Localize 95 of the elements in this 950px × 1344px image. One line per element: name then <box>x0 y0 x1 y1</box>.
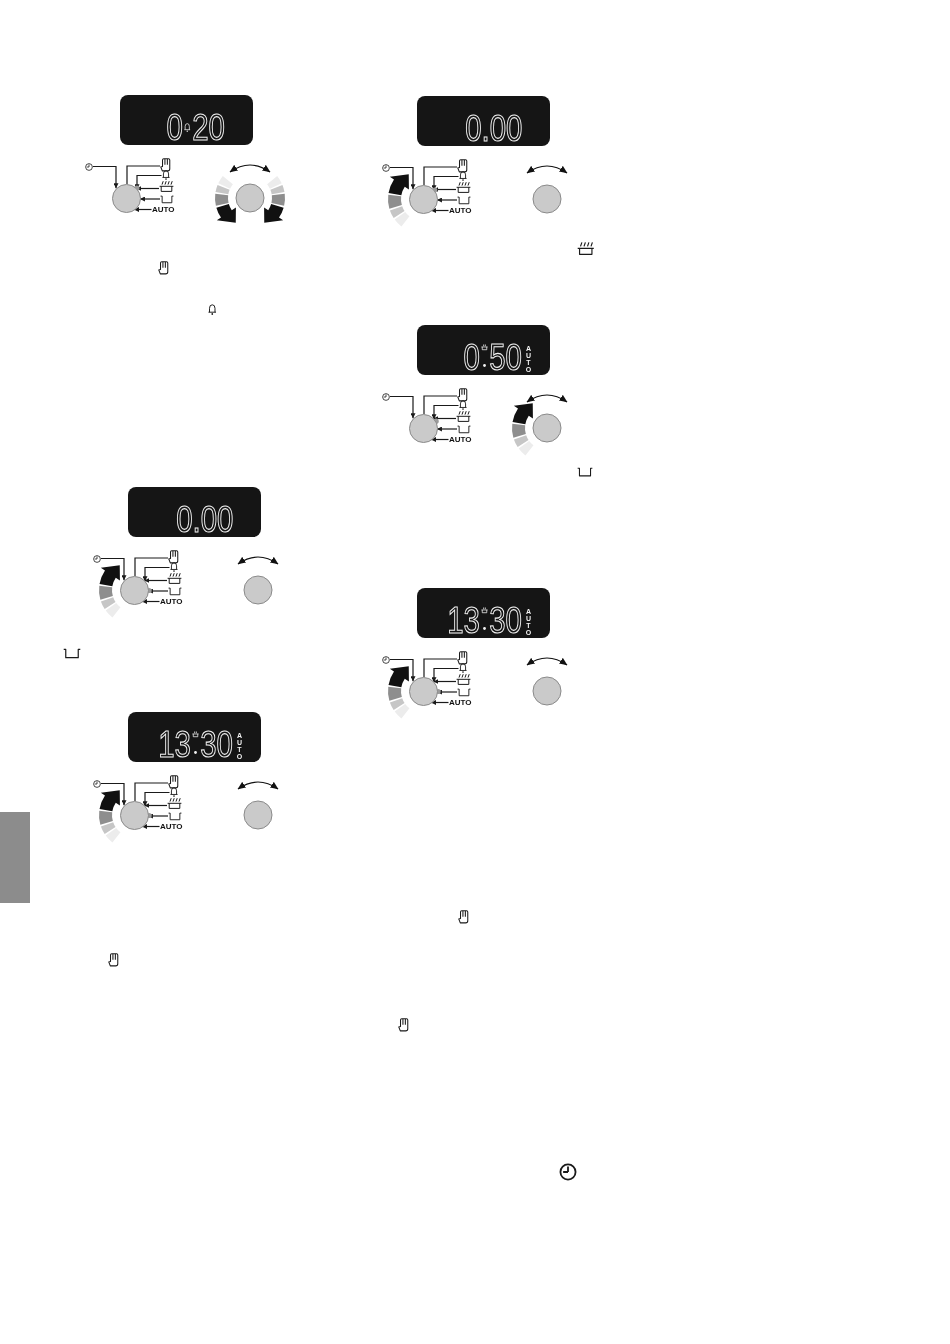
mode-label: AUTO <box>449 435 472 444</box>
leader-line <box>423 166 458 186</box>
turn-indicator <box>99 790 121 843</box>
hand-icon <box>168 550 179 564</box>
hand-icon <box>457 159 468 173</box>
steaming-pot-icon <box>456 410 471 422</box>
bell-icon <box>458 170 467 181</box>
mode-label: AUTO <box>152 205 175 214</box>
hand-icon <box>457 388 468 402</box>
display-digits: 30 <box>489 604 522 636</box>
display-panel <box>417 96 550 146</box>
clock-icon <box>93 554 101 563</box>
steaming-pot-icon <box>159 180 174 192</box>
display-panel <box>120 95 253 145</box>
display-panel <box>128 712 261 762</box>
leader-arrow <box>100 782 127 806</box>
leader-arrow <box>430 437 450 442</box>
rotary-knob <box>243 800 273 830</box>
display-digits: 0 <box>463 341 480 373</box>
rotary-knob <box>532 413 562 443</box>
bell-icon <box>458 662 467 673</box>
pan-icon <box>168 812 182 821</box>
leader-arrow <box>92 165 119 189</box>
bell-icon <box>161 169 170 180</box>
display-digits: 13 <box>157 728 191 760</box>
leader-line <box>134 782 169 802</box>
pan-icon <box>457 425 471 434</box>
bell-icon <box>169 561 178 572</box>
pan-icon <box>160 195 174 204</box>
pan-icon <box>168 587 182 596</box>
turn-indicator <box>99 565 121 618</box>
pan-icon <box>457 688 471 697</box>
leader-arrow <box>141 599 161 604</box>
leader-arrow <box>142 566 171 582</box>
leader-arrow <box>431 175 460 191</box>
pan-icon <box>457 196 471 205</box>
turn-indicator <box>388 174 410 227</box>
display-digits: 0 <box>166 111 183 143</box>
bell-icon <box>458 399 467 410</box>
steaming-pot-icon <box>167 797 182 809</box>
turn-indicator <box>264 175 285 223</box>
leader-line <box>423 395 458 415</box>
leader-arrow <box>133 207 153 212</box>
display-digits: 0.00 <box>175 503 233 535</box>
mode-label: AUTO <box>449 206 472 215</box>
leader-arrow <box>143 578 168 583</box>
leader-arrow <box>139 196 161 202</box>
display-digits: 20 <box>192 111 225 143</box>
hand-icon <box>160 158 171 172</box>
hand-icon <box>457 651 468 665</box>
display-panel <box>417 588 550 638</box>
leader-arrow <box>389 658 416 682</box>
rotary-knob <box>532 184 562 214</box>
hand-icon <box>168 775 179 789</box>
turn-indicator <box>388 666 410 719</box>
leader-arrow <box>431 404 460 420</box>
clock-icon <box>382 392 390 401</box>
mode-label: AUTO <box>449 698 472 707</box>
turn-indicator <box>215 175 236 223</box>
display-digits: 50 <box>489 341 522 373</box>
steaming-pot-icon <box>456 673 471 685</box>
mode-label: AUTO <box>160 597 183 606</box>
leader-arrow <box>436 197 458 203</box>
rotary-knob <box>235 183 265 213</box>
steaming-pot-icon <box>167 572 182 584</box>
clock-icon <box>93 779 101 788</box>
leader-line <box>423 658 458 678</box>
clock-icon <box>85 162 93 171</box>
steaming-pot-icon <box>456 181 471 193</box>
display-panel <box>417 325 550 375</box>
turn-indicator <box>512 403 534 456</box>
leader-arrow <box>100 557 127 581</box>
bell-icon <box>169 786 178 797</box>
leader-arrow <box>431 667 460 683</box>
leader-arrow <box>432 679 457 684</box>
leader-arrow <box>430 700 450 705</box>
display-panel <box>128 487 261 537</box>
leader-arrow <box>142 791 171 807</box>
leader-arrow <box>432 416 457 421</box>
leader-arrow <box>389 166 416 190</box>
rotary-knob <box>243 575 273 605</box>
rotary-knob <box>532 676 562 706</box>
leader-arrow <box>436 426 458 432</box>
leader-arrow <box>389 395 416 419</box>
display-digits: 0.00 <box>464 112 522 144</box>
leader-arrow <box>143 803 168 808</box>
leader-line <box>134 557 169 577</box>
mode-label: AUTO <box>160 822 183 831</box>
leader-arrow <box>141 824 161 829</box>
display-digits: 30 <box>200 728 233 760</box>
display-digits: 13 <box>446 604 480 636</box>
clock-icon <box>382 163 390 172</box>
clock-icon <box>382 655 390 664</box>
leader-line <box>126 165 161 185</box>
leader-arrow <box>430 208 450 213</box>
